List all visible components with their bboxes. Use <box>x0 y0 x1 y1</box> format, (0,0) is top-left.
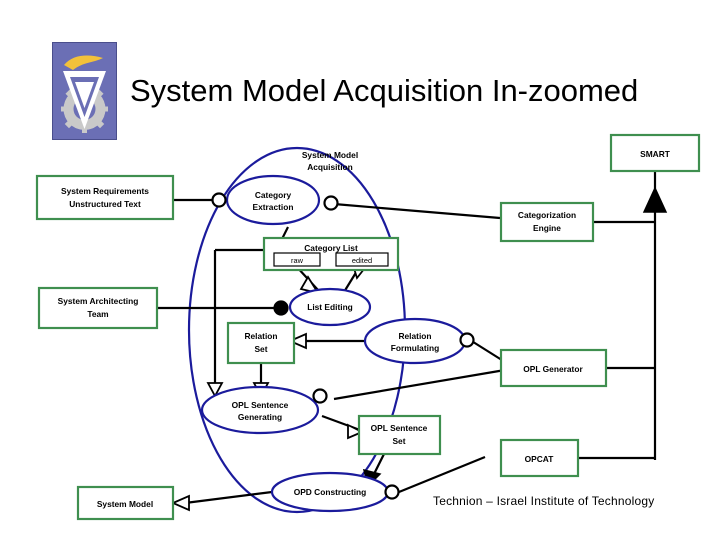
gate-relation-formulating-output <box>459 332 475 348</box>
process-opl-sentence-generating-label-line1: OPL Sentence <box>232 400 289 410</box>
link-opcat-to-opd <box>398 455 486 494</box>
object-opl-generator[interactable]: OPL Generator <box>499 348 608 388</box>
process-relation-formulating-label-line1: Relation <box>398 331 431 341</box>
object-opl-sentence-set[interactable]: OPL Sentence Set <box>357 414 442 456</box>
agent-marker-architecting-team <box>273 300 289 316</box>
object-categorization-engine-label-line2: Engine <box>533 223 561 233</box>
object-category-list-label: Category List <box>304 243 358 253</box>
object-opcat-label: OPCAT <box>525 454 555 464</box>
object-system-architecting-team-label-line1: System Architecting <box>58 296 139 306</box>
arrow-relation-formulating-to-relation-set <box>287 332 307 350</box>
technion-logo <box>52 42 117 140</box>
arrow-smart-aggregation <box>642 186 668 213</box>
process-system-model-acquisition-label-line2: Acquisition <box>307 162 353 172</box>
page-title: System Model Acquisition In-zoomed <box>130 73 639 108</box>
object-categorization-engine-label-line1: Categorization <box>518 210 576 220</box>
gate-extraction-output <box>323 195 339 211</box>
link-relation-formulating-to-opl-generator <box>469 339 506 363</box>
arrow-generating-to-opl-sentence-set <box>347 423 365 440</box>
process-relation-formulating-label-line2: Formulating <box>391 343 439 353</box>
link-opd-to-system-model <box>184 490 273 505</box>
object-system-requirements-label-line2: Unstructured Text <box>69 199 141 209</box>
gate-extraction-input <box>211 192 227 208</box>
process-category-extraction[interactable]: Category Extraction <box>225 174 321 226</box>
object-opl-generator-label: OPL Generator <box>523 364 583 374</box>
footer-text: Technion – Israel Institute of Technolog… <box>433 494 655 508</box>
process-category-extraction-label-line1: Category <box>255 190 292 200</box>
process-opd-constructing-label: OPD Constructing <box>294 487 367 497</box>
arrow-opd-to-system-model <box>170 494 190 512</box>
state-category-list-edited-label: edited <box>352 256 372 265</box>
object-relation-set[interactable]: Relation Set <box>226 321 296 365</box>
process-system-model-acquisition-label-line1: System Model <box>302 150 358 160</box>
link-extraction-to-categorization-engine <box>333 202 501 220</box>
object-system-architecting-team[interactable]: System Architecting Team <box>37 286 159 330</box>
gate-opd-constructing-input <box>384 484 400 500</box>
link-generating-to-opl-generator <box>333 368 506 401</box>
arrow-team-to-opl-sentence-generating <box>206 382 224 398</box>
object-system-architecting-team-label-line2: Team <box>87 309 108 319</box>
state-category-list-edited[interactable]: edited <box>335 252 389 267</box>
object-opl-sentence-set-label-line1: OPL Sentence <box>371 423 428 433</box>
process-relation-formulating[interactable]: Relation Formulating <box>363 317 467 365</box>
process-list-editing[interactable]: List Editing <box>288 287 372 327</box>
process-category-extraction-label-line2: Extraction <box>253 202 294 212</box>
object-relation-set-label-line1: Relation <box>244 331 277 341</box>
process-opl-sentence-generating[interactable]: OPL Sentence Generating <box>200 385 320 435</box>
state-category-list-raw[interactable]: raw <box>273 252 321 267</box>
object-smart[interactable]: SMART <box>609 133 701 173</box>
object-smart-label: SMART <box>640 149 671 159</box>
object-categorization-engine[interactable]: Categorization Engine <box>499 201 595 243</box>
object-opl-sentence-set-label-line2: Set <box>392 436 405 446</box>
state-category-list-raw-label: raw <box>291 256 304 265</box>
object-system-model[interactable]: System Model <box>76 485 175 521</box>
ribbon-icon <box>64 55 103 70</box>
process-list-editing-label: List Editing <box>307 302 353 312</box>
object-system-model-label: System Model <box>97 499 153 509</box>
object-system-requirements[interactable]: System Requirements Unstructured Text <box>35 174 175 221</box>
technion-logo-graphic <box>53 43 116 139</box>
object-opcat[interactable]: OPCAT <box>499 438 580 478</box>
object-system-requirements-label-line1: System Requirements <box>61 186 149 196</box>
gate-generating-output <box>312 388 328 404</box>
process-opl-sentence-generating-label-line2: Generating <box>238 412 282 422</box>
process-opd-constructing[interactable]: OPD Constructing <box>270 471 390 513</box>
object-relation-set-label-line2: Set <box>254 344 267 354</box>
